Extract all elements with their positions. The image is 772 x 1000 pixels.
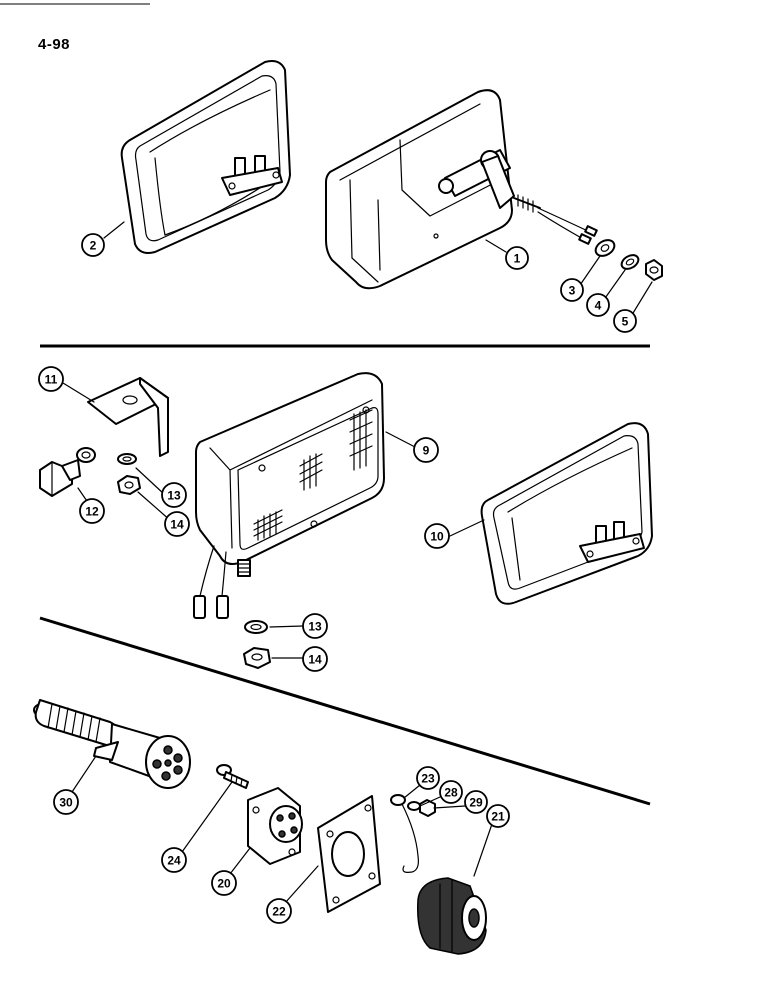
svg-text:14: 14 bbox=[308, 653, 322, 667]
callout-13-lower: 13 bbox=[302, 613, 328, 639]
svg-text:21: 21 bbox=[491, 810, 505, 824]
nut-14-lower bbox=[243, 647, 271, 669]
svg-text:22: 22 bbox=[272, 905, 286, 919]
leader-lines-section-1 bbox=[103, 221, 653, 319]
section-divider-2 bbox=[39, 616, 651, 806]
svg-text:3: 3 bbox=[569, 284, 576, 298]
svg-text:30: 30 bbox=[59, 796, 73, 810]
svg-text:5: 5 bbox=[622, 315, 629, 329]
callout-5: 5 bbox=[613, 309, 637, 333]
nut-14-upper bbox=[117, 475, 141, 495]
callout-9: 9 bbox=[413, 437, 439, 463]
washer-28 bbox=[407, 801, 421, 811]
leader-lines-section-3 bbox=[71, 755, 493, 904]
mounting-bracket-11 bbox=[87, 377, 169, 457]
callout-12: 12 bbox=[79, 498, 105, 524]
svg-text:20: 20 bbox=[217, 877, 231, 891]
lock-washer-4 bbox=[620, 254, 640, 270]
nut-5 bbox=[645, 259, 663, 281]
svg-text:28: 28 bbox=[444, 786, 458, 800]
callout-10: 10 bbox=[424, 523, 450, 549]
washer-3 bbox=[594, 239, 616, 257]
svg-text:24: 24 bbox=[167, 854, 181, 868]
callout-20: 20 bbox=[211, 870, 237, 896]
svg-text:4: 4 bbox=[595, 299, 602, 313]
callout-23: 23 bbox=[416, 766, 440, 790]
svg-text:13: 13 bbox=[167, 489, 181, 503]
leader-lines-section-2 bbox=[62, 382, 485, 659]
svg-text:11: 11 bbox=[45, 373, 58, 387]
trailer-socket-20 bbox=[247, 787, 303, 865]
ground-wire-23 bbox=[390, 794, 419, 873]
svg-text:13: 13 bbox=[308, 620, 322, 634]
callout-14-upper: 14 bbox=[164, 511, 190, 537]
callout-14-lower: 14 bbox=[302, 646, 328, 672]
page-number: 4-98 bbox=[38, 36, 71, 53]
callout-13-upper: 13 bbox=[161, 482, 187, 508]
svg-text:14: 14 bbox=[170, 518, 184, 532]
callout-30: 30 bbox=[53, 789, 79, 815]
socket-cap-21 bbox=[417, 877, 487, 955]
svg-text:10: 10 bbox=[430, 530, 444, 544]
svg-text:12: 12 bbox=[85, 505, 99, 519]
callout-11: 11 bbox=[38, 366, 64, 392]
svg-text:2: 2 bbox=[90, 239, 97, 253]
callout-24: 24 bbox=[161, 847, 187, 873]
svg-text:9: 9 bbox=[423, 444, 430, 458]
callout-2: 2 bbox=[81, 233, 105, 257]
screw-24 bbox=[216, 764, 249, 789]
callout-22: 22 bbox=[266, 898, 292, 924]
svg-text:1: 1 bbox=[514, 252, 521, 266]
callout-28: 28 bbox=[439, 780, 463, 804]
bolt-12 bbox=[39, 447, 96, 497]
lock-washer-13-lower bbox=[244, 620, 268, 634]
work-lamp-housing-9 bbox=[193, 372, 385, 619]
lamp-lens-frame-top bbox=[120, 60, 291, 254]
lamp-housing-top bbox=[325, 89, 598, 290]
callout-4: 4 bbox=[586, 293, 610, 317]
callout-21: 21 bbox=[486, 804, 510, 828]
trailer-plug-30 bbox=[33, 699, 191, 789]
svg-text:23: 23 bbox=[421, 772, 435, 786]
callout-1: 1 bbox=[505, 246, 529, 270]
lamp-lens-frame-10 bbox=[480, 422, 653, 605]
socket-gasket-22 bbox=[317, 795, 381, 913]
callout-29: 29 bbox=[464, 790, 488, 814]
callout-3: 3 bbox=[560, 278, 584, 302]
svg-text:29: 29 bbox=[469, 796, 483, 810]
lock-washer-13-upper bbox=[117, 453, 137, 465]
